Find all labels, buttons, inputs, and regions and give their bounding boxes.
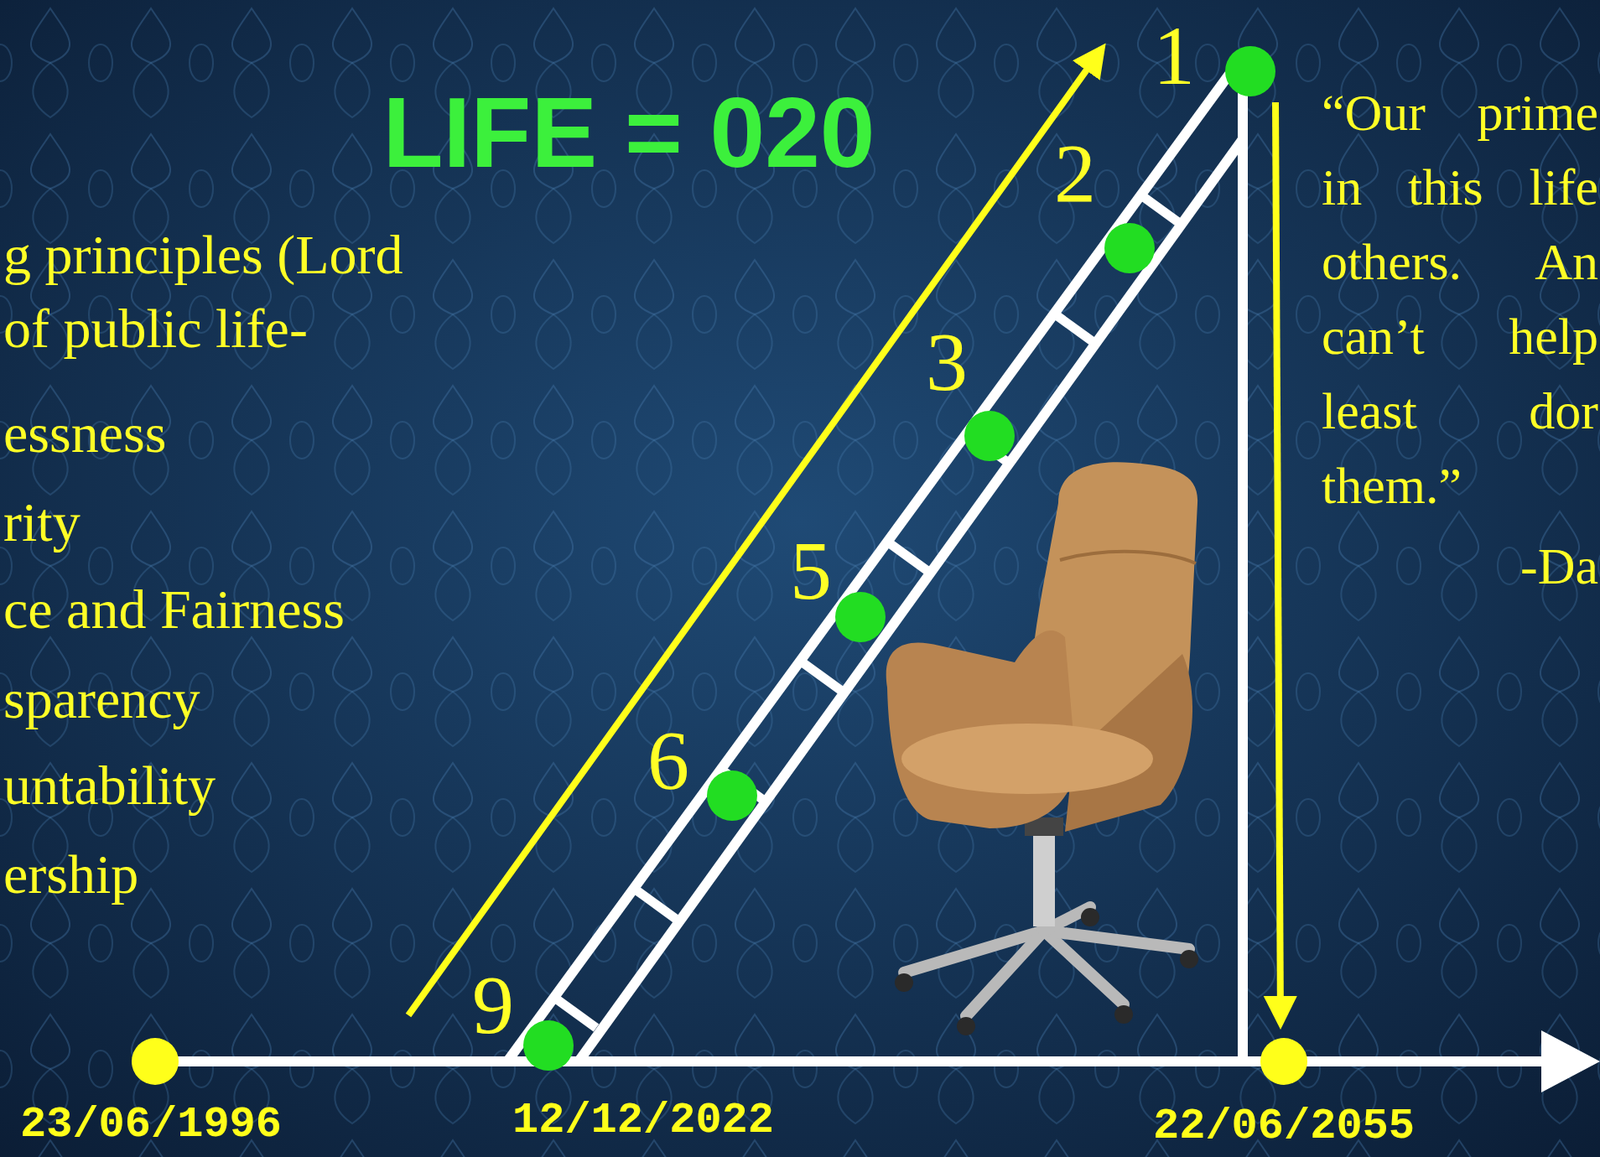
title: LIFE = 020 [382, 83, 875, 182]
ladder-rail [507, 60, 1240, 1062]
step-number: 9 [472, 959, 515, 1052]
office-chair [886, 462, 1199, 1036]
ladder-rail [578, 139, 1243, 1062]
step-number: 6 [647, 714, 690, 807]
principle-item: ership [3, 844, 139, 906]
principle-item: essness [3, 403, 167, 465]
fall-arrow [1275, 102, 1281, 1024]
step-number: 2 [1054, 127, 1097, 220]
step-number: 5 [789, 524, 832, 618]
principle-item: sparency [3, 669, 201, 731]
principle-heading: g principles (Lord of public life- [3, 218, 423, 366]
quote-author: -Da [1520, 537, 1599, 595]
quote: “Our prime in this life others. An can’t… [1321, 75, 1599, 524]
date-label: 22/06/2055 [1153, 1102, 1415, 1151]
date-dot [131, 1038, 179, 1086]
step-dots [523, 46, 1276, 1071]
step-number: 3 [925, 316, 968, 409]
date-label: 12/12/2022 [512, 1096, 775, 1145]
principle-item: rity [3, 492, 81, 554]
principle-item: untability [3, 755, 216, 817]
date-dot [1260, 1038, 1308, 1086]
time-axis [155, 1056, 1552, 1067]
date-label: 23/06/1996 [20, 1101, 282, 1149]
principle-item: ce and Fairness [3, 579, 345, 641]
step-number: 1 [1153, 10, 1195, 103]
axis-arrowhead [1541, 1030, 1600, 1093]
rise-arrow [408, 48, 1102, 1016]
vertical-line [1237, 66, 1248, 1062]
